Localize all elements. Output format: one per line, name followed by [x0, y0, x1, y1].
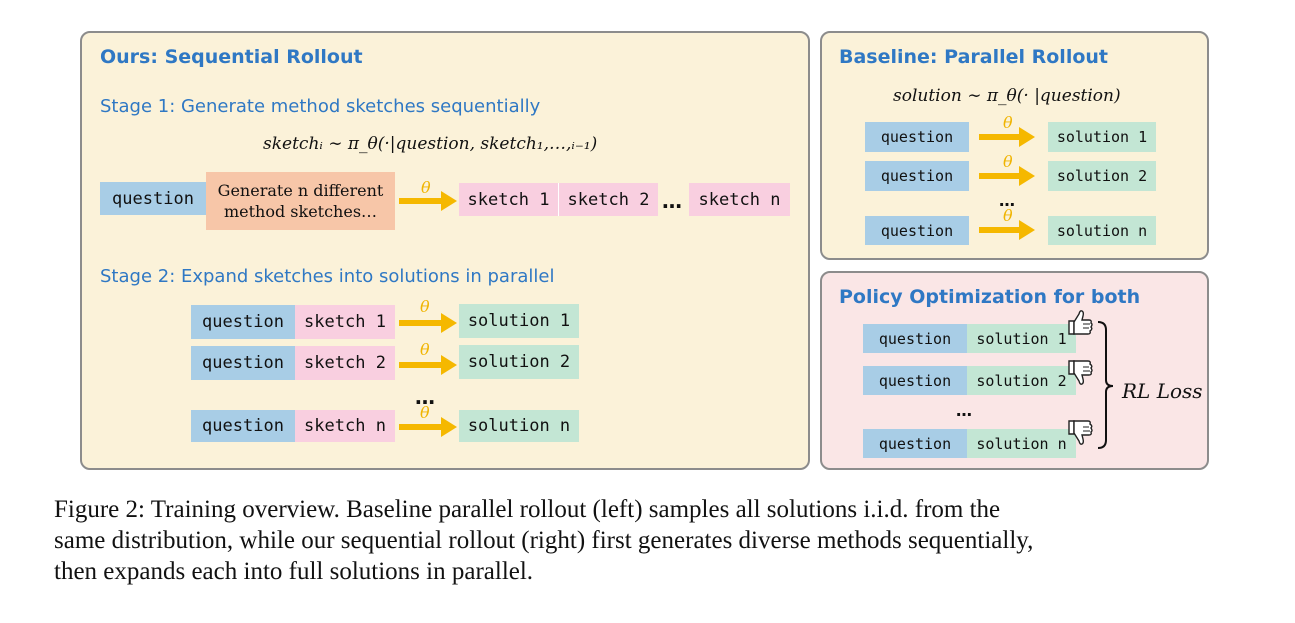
baseline-row2-theta: θ — [1003, 152, 1013, 171]
stage2-row1-theta: θ — [420, 297, 430, 316]
stage1-formula: sketchᵢ ∼ π_θ(·|question, sketch₁,…,ᵢ₋₁) — [263, 134, 598, 154]
figure-caption: Figure 2: Training overview. Baseline pa… — [54, 494, 1244, 587]
stage2-row3-sketch: sketch n — [295, 410, 395, 442]
policy-row3-question: question — [863, 429, 967, 458]
stage2-row3-theta: θ — [420, 403, 430, 422]
baseline-row1-arrow-icon — [979, 127, 1035, 147]
stage1-label: Stage 1: Generate method sketches sequen… — [100, 96, 541, 117]
policy-optimization-title: Policy Optimization for both — [839, 286, 1141, 308]
policy-ellipsis: … — [956, 401, 973, 420]
policy-row1-solution: solution 1 — [967, 324, 1076, 353]
baseline-ellipsis: … — [999, 191, 1016, 210]
thumbs-down-icon — [1068, 420, 1093, 445]
stage2-ellipsis: … — [415, 385, 436, 409]
stage2-row2-sketch: sketch 2 — [295, 346, 395, 380]
sketch-box-n: sketch n — [689, 183, 790, 216]
stage2-row2-arrow-icon — [399, 355, 457, 375]
stage2-label: Stage 2: Expand sketches into solutions … — [100, 266, 555, 287]
policy-row2-question: question — [863, 366, 967, 395]
generate-line1: Generate n different — [217, 181, 384, 200]
policy-row2-solution: solution 2 — [967, 366, 1076, 395]
stage2-row1-question: question — [191, 305, 295, 339]
caption-line-3: then expands each into full solutions in… — [54, 558, 534, 585]
thumbs-up-icon — [1068, 310, 1093, 335]
caption-line-1: Figure 2: Training overview. Baseline pa… — [54, 496, 1001, 523]
stage2-row2-theta: θ — [420, 340, 430, 359]
baseline-row1-theta: θ — [1003, 113, 1013, 132]
sketch-box-1: sketch 1 — [459, 183, 558, 216]
stage2-row2-question: question — [191, 346, 295, 380]
stage2-row3-arrow-icon — [399, 417, 457, 437]
rl-loss-brace-icon — [1097, 321, 1114, 449]
stage2-row2-solution: solution 2 — [459, 345, 579, 379]
generate-line2: method sketches… — [223, 202, 378, 221]
baseline-row2-solution: solution 2 — [1048, 161, 1156, 191]
stage2-row1-sketch: sketch 1 — [295, 305, 395, 339]
sequential-rollout-title: Ours: Sequential Rollout — [100, 46, 363, 68]
baseline-row3-arrow-icon — [979, 220, 1035, 240]
policy-row1-question: question — [863, 324, 967, 353]
baseline-row3-question: question — [865, 216, 969, 245]
baseline-row3-theta: θ — [1003, 206, 1013, 225]
caption-line-2: same distribution, while our sequential … — [54, 527, 1034, 554]
policy-row3-solution: solution n — [967, 429, 1076, 458]
sequential-rollout-panel — [80, 31, 810, 470]
stage2-row3-solution: solution n — [459, 410, 579, 442]
stage1-arrow-icon — [399, 191, 457, 211]
baseline-row1-question: question — [865, 122, 969, 152]
baseline-row2-arrow-icon — [979, 166, 1035, 186]
baseline-row2-question: question — [865, 161, 969, 191]
baseline-formula: solution ∼ π_θ(· |question) — [893, 86, 1121, 106]
stage1-question-box: question — [100, 182, 206, 215]
sketch-box-2: sketch 2 — [558, 183, 658, 216]
baseline-row1-solution: solution 1 — [1048, 122, 1156, 152]
sketch-ellipsis: … — [662, 189, 683, 213]
stage2-row1-arrow-icon — [399, 313, 457, 333]
parallel-rollout-title: Baseline: Parallel Rollout — [839, 46, 1108, 68]
stage2-row3-question: question — [191, 410, 295, 442]
thumbs-down-icon — [1068, 360, 1093, 385]
generate-sketches-box: Generate n different method sketches… — [206, 172, 395, 230]
stage1-theta-label: θ — [421, 178, 431, 197]
baseline-row3-solution: solution n — [1048, 216, 1156, 245]
rl-loss-label: RL Loss — [1122, 379, 1203, 403]
stage2-row1-solution: solution 1 — [459, 304, 579, 338]
